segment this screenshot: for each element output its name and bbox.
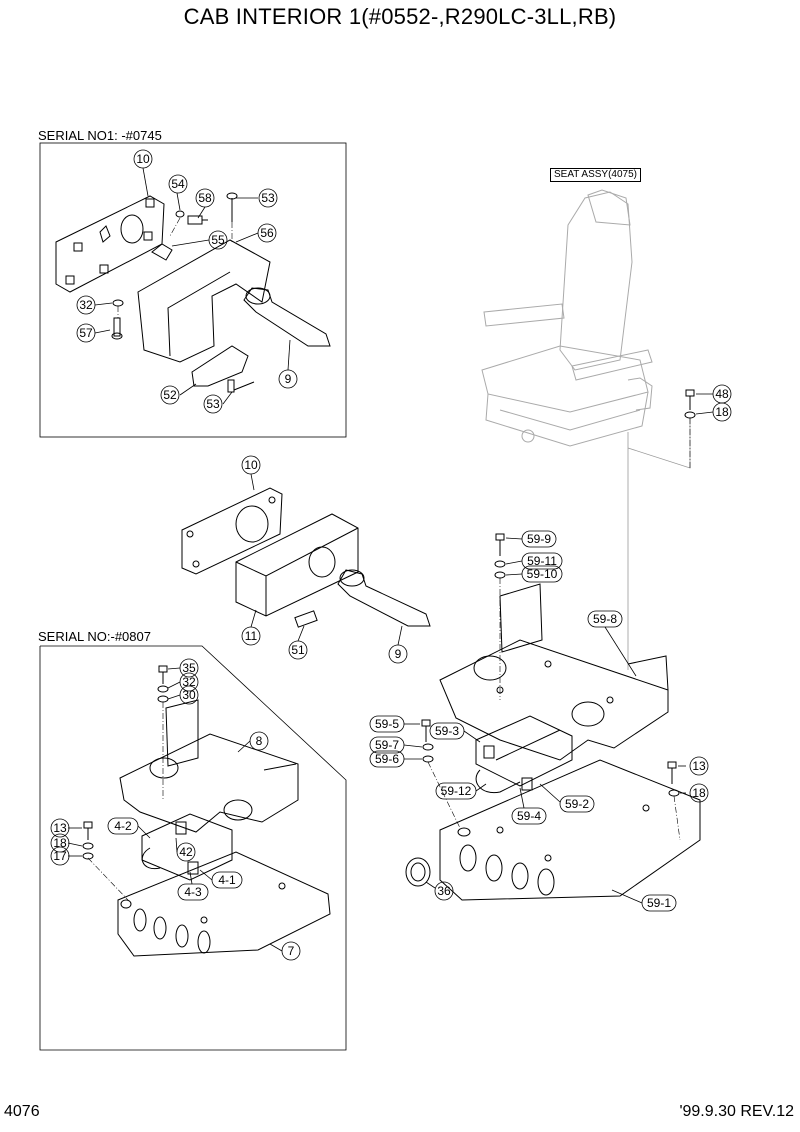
callout-4-1: 4-1 — [218, 873, 236, 887]
handle-9-upper — [243, 287, 331, 347]
callout-48: 48 — [715, 387, 729, 401]
bolt-59-9 — [495, 533, 505, 556]
bolt-35 — [157, 665, 169, 703]
callout-59-7: 59-7 — [375, 738, 399, 752]
callout-7: 7 — [288, 944, 295, 958]
callout-59-10: 59-10 — [527, 567, 558, 581]
callout-30: 30 — [182, 688, 196, 702]
page-number: 4076 — [4, 1103, 40, 1120]
callout-51: 51 — [291, 643, 305, 657]
callout-53-lower: 53 — [206, 397, 220, 411]
callout-32-lower: 32 — [182, 675, 196, 689]
bolt-48 — [684, 389, 696, 419]
revision-label: '99.9.30 REV.12 — [679, 1103, 794, 1120]
serial-frame-2 — [39, 645, 347, 1051]
page-title: CAB INTERIOR 1(#0552-,R290LC-3LL,RB) — [183, 4, 617, 29]
lever-59-12 — [475, 769, 521, 794]
bolt-53-lower — [227, 379, 255, 393]
callout-36: 36 — [437, 884, 451, 898]
seat-assy-label: SEAT ASSY(4075) — [550, 168, 642, 182]
bolt-53-upper — [226, 192, 238, 222]
callout-13-left: 13 — [53, 821, 67, 835]
callout-17: 17 — [53, 849, 67, 863]
cover-56 — [137, 239, 271, 363]
serial-label-2: SERIAL NO:-#0807 — [38, 629, 151, 644]
bolt-59-5 — [421, 719, 431, 742]
callout-59-2: 59-2 — [565, 797, 589, 811]
callout-59-1: 59-1 — [647, 896, 671, 910]
callout-42: 42 — [179, 845, 193, 859]
callout-57: 57 — [79, 326, 93, 340]
callout-59-11: 59-11 — [527, 554, 557, 568]
callout-53-upper: 53 — [261, 191, 275, 205]
callout-59-9: 59-9 — [527, 532, 551, 546]
seat-assy-drawing — [481, 189, 653, 447]
callout-59-12: 59-12 — [441, 784, 472, 798]
callout-35: 35 — [182, 661, 196, 675]
serial-label-1: SERIAL NO1: -#0745 — [38, 128, 162, 143]
bolt-57 — [111, 317, 123, 340]
callout-59-3: 59-3 — [435, 724, 459, 738]
callout-9-upper: 9 — [285, 372, 292, 386]
bracket-52 — [191, 345, 249, 387]
base-59-1 — [439, 759, 701, 901]
callout-55: 55 — [211, 233, 225, 247]
base-7 — [117, 851, 331, 957]
panel-10-upper — [55, 195, 165, 293]
bolt-58 — [187, 215, 208, 225]
bolt-13-right — [667, 761, 680, 797]
callout-54: 54 — [171, 177, 185, 191]
grommet-36 — [405, 857, 431, 887]
plate-59-8 — [439, 583, 669, 761]
callout-59-4: 59-4 — [517, 809, 541, 823]
callout-4-2: 4-2 — [114, 819, 132, 833]
callout-18-seat: 18 — [715, 405, 729, 419]
callout-32-upper: 32 — [79, 298, 93, 312]
callout-10-upper: 10 — [136, 152, 150, 166]
callout-52: 52 — [163, 388, 177, 402]
handle-9-middle — [337, 569, 431, 627]
panel-10-middle — [181, 487, 283, 575]
callout-59-6: 59-6 — [375, 752, 399, 766]
callout-59-8: 59-8 — [593, 612, 617, 626]
lever-4-2 — [141, 847, 161, 870]
nut-55 — [151, 243, 173, 261]
callout-11: 11 — [245, 629, 258, 643]
washers-59-11-10 — [494, 560, 506, 579]
callout-4-3: 4-3 — [184, 885, 202, 899]
callout-18-left: 18 — [53, 836, 67, 850]
callout-58: 58 — [198, 191, 212, 205]
serial-frame-1 — [39, 142, 347, 438]
callout-18-right: 18 — [692, 786, 706, 800]
callout-13-right: 13 — [692, 759, 706, 773]
bolt-13-left — [82, 821, 94, 860]
rail-59-2 — [475, 715, 573, 791]
callout-59-5: 59-5 — [375, 717, 399, 731]
washers-59-7-6 — [422, 743, 434, 763]
callout-8: 8 — [256, 734, 263, 748]
washer-54 — [175, 210, 185, 218]
callout-9-middle: 9 — [395, 647, 402, 661]
plate-8 — [119, 699, 299, 833]
box-11 — [235, 513, 359, 617]
callout-56: 56 — [260, 226, 274, 240]
callout-10-middle: 10 — [244, 458, 258, 472]
washer-32a — [112, 299, 124, 307]
bolt-51 — [294, 610, 318, 628]
